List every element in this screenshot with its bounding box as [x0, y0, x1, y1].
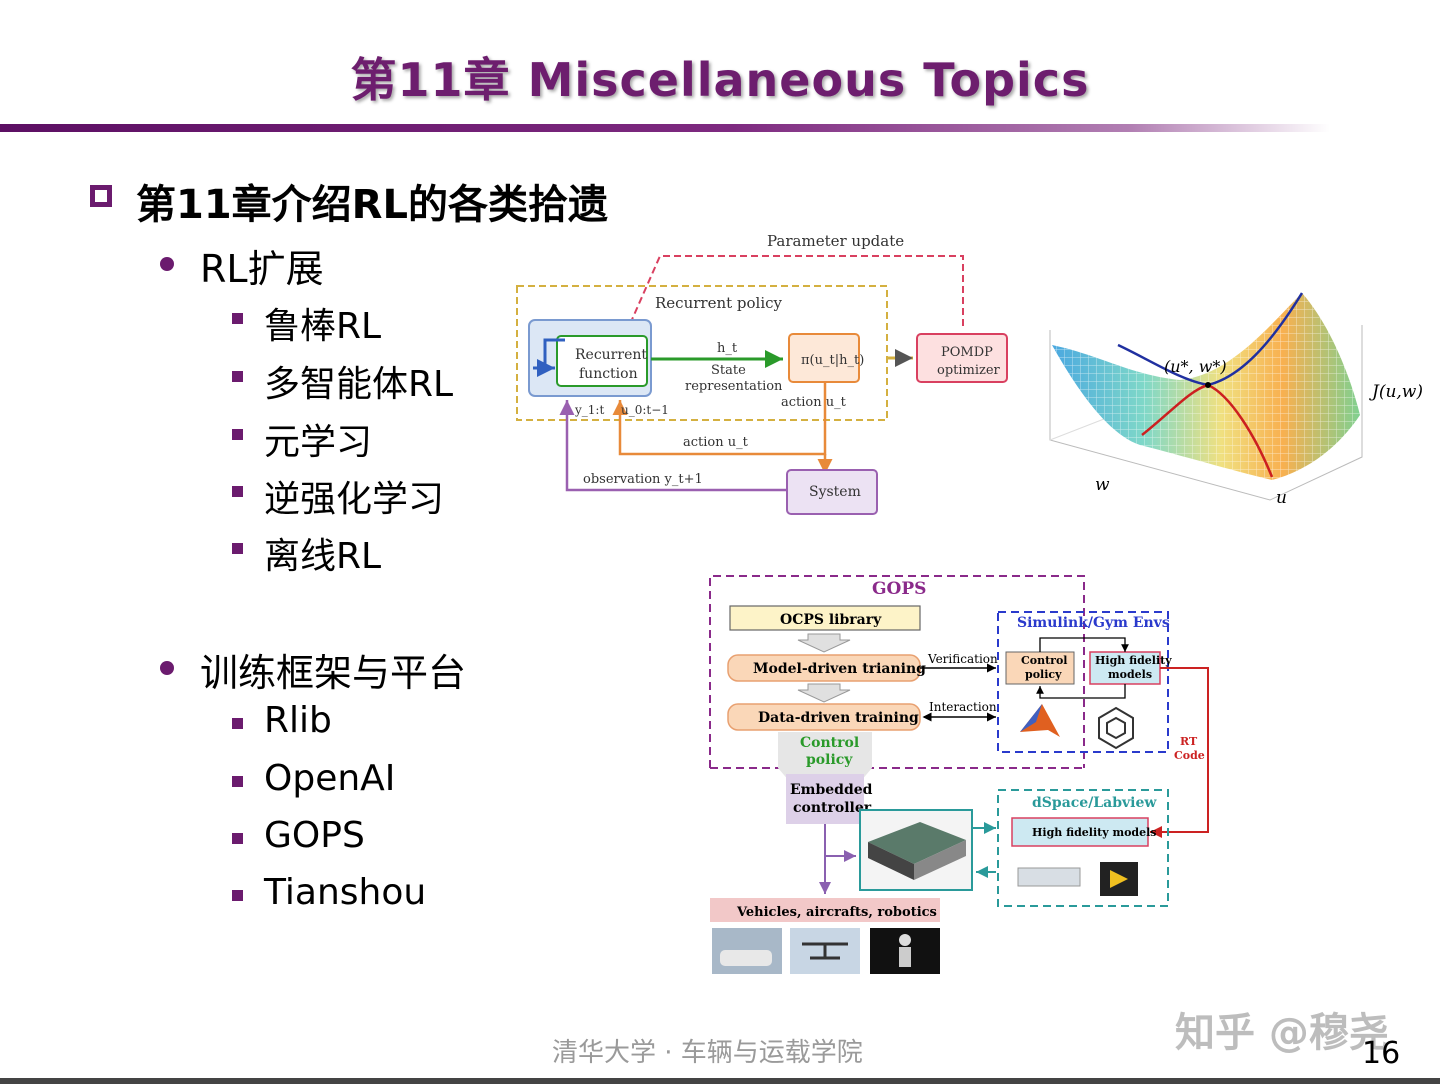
verification-label: Verification — [927, 652, 998, 666]
system-label: System — [809, 484, 861, 500]
axes-frame — [1049, 325, 1363, 501]
code-label: Code — [1174, 749, 1205, 762]
model-driven-label: Model-driven trianing — [753, 661, 926, 677]
u-axis-label: u — [1276, 488, 1287, 508]
gym-icon — [1098, 706, 1134, 750]
square-bullet-icon — [232, 718, 243, 729]
representation-label: representation — [685, 379, 783, 394]
y-label: y_1:t — [574, 403, 604, 417]
sim-control-label: policy — [1025, 668, 1062, 681]
recurrence-loop-arrow — [543, 338, 565, 368]
action-label: action u_t — [683, 435, 749, 450]
u-label: u_0:t−1 — [621, 403, 669, 417]
parameter-update-label: Parameter update — [767, 232, 904, 250]
square-bullet-icon — [90, 185, 112, 207]
observation-label: observation y_t+1 — [583, 472, 703, 487]
gops-title: GOPS — [872, 579, 926, 599]
policy-label: π(u_t|h_t) — [801, 353, 864, 368]
embedded-label: Embedded — [790, 782, 873, 798]
data-driven-box — [727, 703, 921, 731]
pomdp-optimizer-box — [916, 333, 1008, 383]
square-bullet-icon — [232, 486, 243, 497]
dot-bullet-icon — [160, 661, 174, 675]
square-bullet-icon — [232, 313, 243, 324]
w-axis-label: w — [1095, 475, 1110, 495]
pomdp-label: POMDP — [941, 345, 993, 360]
simulink-box — [997, 611, 1169, 753]
simulink-title: Simulink/Gym Envs — [1017, 615, 1170, 631]
list-item: GOPS — [264, 815, 365, 856]
recurrent-function-label: Recurrent — [575, 347, 647, 363]
square-bullet-icon — [232, 776, 243, 787]
list-item: 逆强化学习 — [264, 479, 445, 520]
controller-label: controller — [793, 800, 872, 816]
hf-label: models — [1108, 668, 1152, 681]
watermark: 知乎 @穆尧 — [1175, 1010, 1389, 1056]
z-axis-label: J(u,w) — [1369, 382, 1423, 402]
recurrent-policy-box — [516, 285, 888, 421]
title-rule — [0, 124, 1330, 132]
list-item: Rlib — [264, 700, 332, 741]
action-label: action u_t — [781, 395, 847, 410]
hf-label: High fidelity — [1095, 654, 1172, 667]
square-bullet-icon — [232, 833, 243, 844]
list-item: 多智能体RL — [264, 364, 454, 405]
square-bullet-icon — [232, 543, 243, 554]
dspace-title: dSpace/Labview — [1032, 795, 1157, 811]
parameter-update-arrow — [622, 255, 964, 341]
recurrent-policy-label: Recurrent policy — [655, 294, 783, 312]
rt-label: RT — [1180, 735, 1198, 748]
observation-arrow — [559, 400, 787, 492]
recurrent-function-box — [556, 335, 648, 387]
sim-control-policy-box — [1005, 651, 1075, 685]
vehicles-label: Vehicles, aircrafts, robotics — [736, 905, 937, 920]
list-item: OpenAI — [264, 758, 396, 799]
square-bullet-icon — [232, 371, 243, 382]
section-label: RL扩展 — [200, 247, 324, 291]
control-policy-label: policy — [806, 752, 853, 768]
h-t-label: h_t — [717, 341, 738, 356]
gops-diagram: GOPS OCPS library Model-driven trianing … — [709, 575, 1209, 974]
embedded-controller-box — [786, 774, 864, 824]
rt-code-arrow — [1150, 667, 1209, 838]
square-bullet-icon — [232, 429, 243, 440]
list-item: 元学习 — [264, 422, 373, 463]
control-policy-label: Control — [800, 735, 859, 751]
saddle-point-label: (u*, w*) — [1164, 357, 1227, 376]
list-item: 鲁棒RL — [264, 306, 382, 347]
hardware-image — [1017, 867, 1081, 887]
system-box — [786, 469, 878, 515]
list-item: Tianshou — [264, 872, 427, 913]
slide-title: 第11章 Miscellaneous Topics — [350, 53, 1090, 107]
footer-institution: 清华大学 · 车辆与运载学院 — [552, 1038, 863, 1068]
dspace-hf-box — [1011, 817, 1149, 847]
state-label: State — [711, 363, 746, 378]
vehicles-box — [710, 898, 940, 922]
saddle-point — [1205, 382, 1211, 388]
recurrent-function-label: function — [579, 366, 638, 382]
section-label: 训练框架与平台 — [200, 651, 467, 695]
optimizer-label: optimizer — [937, 363, 1001, 378]
dspace-box — [997, 789, 1169, 907]
recurrent-policy-diagram: Recurrent policy Parameter update Recurr… — [516, 232, 1008, 515]
interaction-label: Interaction — [929, 700, 997, 714]
list-item: 离线RL — [264, 536, 382, 577]
ocps-library-box — [729, 605, 921, 631]
sim-control-label: Control — [1021, 654, 1067, 667]
main-heading: 第11章介绍RL的各类拾遗 — [136, 182, 608, 228]
saddle-surface-plot: (u*, w*) J(u,w) w u — [1049, 292, 1423, 508]
dot-bullet-icon — [160, 257, 174, 271]
square-bullet-icon — [232, 890, 243, 901]
dspace-hf-label: High fidelity models — [1032, 826, 1156, 839]
matlab-icon — [1020, 704, 1060, 737]
action-feedback-arrow — [612, 382, 827, 456]
data-driven-label: Data-driven training — [758, 710, 919, 726]
ocps-label: OCPS library — [780, 612, 882, 628]
bottom-rule — [0, 1078, 1440, 1084]
page-number: 16 — [1362, 1036, 1401, 1071]
